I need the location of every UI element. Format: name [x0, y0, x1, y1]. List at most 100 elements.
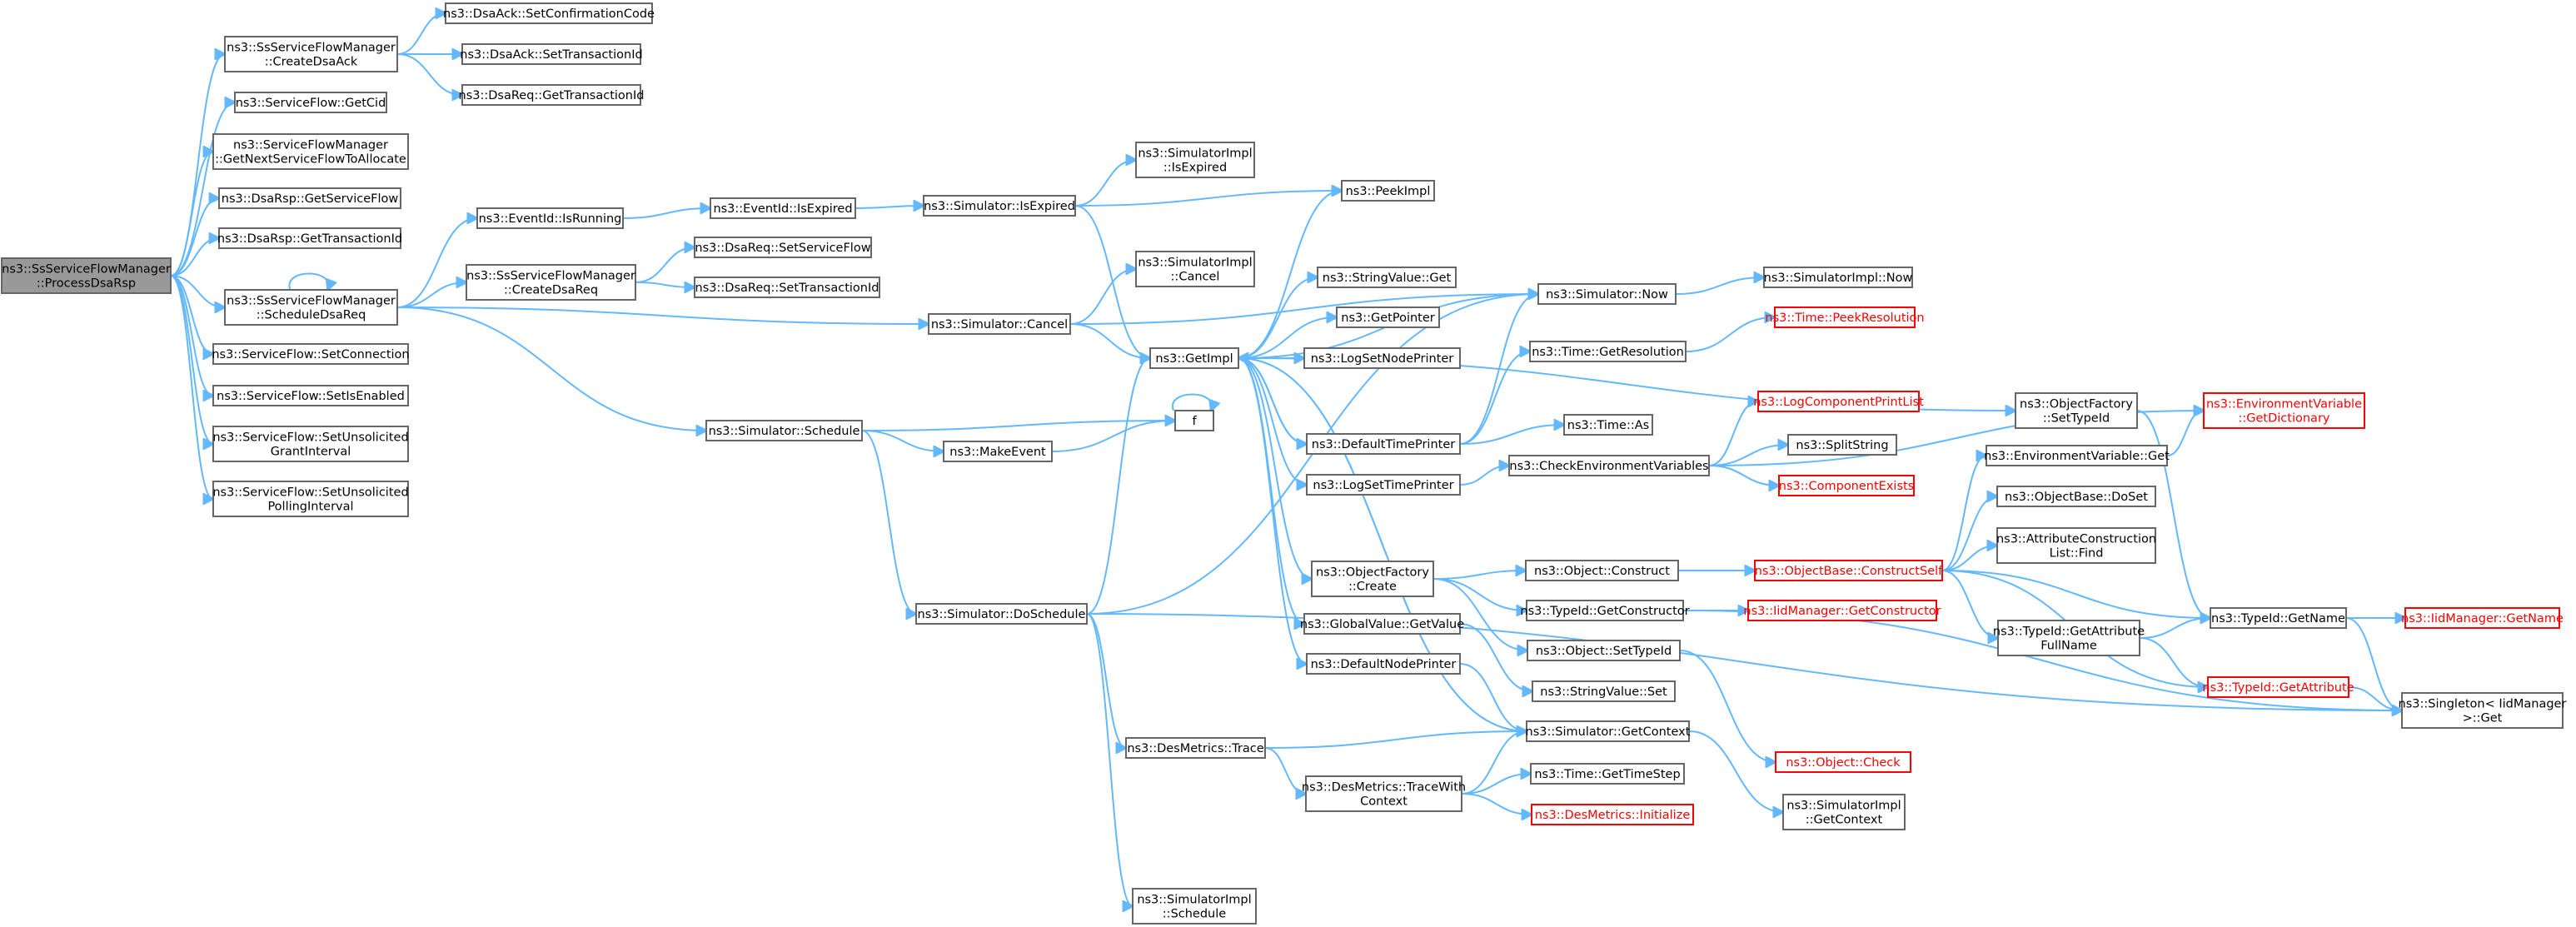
- node-sim-impl-now[interactable]: ns3::SimulatorImpl::Now: [1763, 267, 1913, 288]
- node-log-set-node-printer[interactable]: ns3::LogSetNodePrinter: [1303, 347, 1461, 369]
- node-obj-base-construct-self[interactable]: ns3::ObjectBase::ConstructSelf: [1754, 560, 1943, 581]
- node-peek-impl[interactable]: ns3::PeekImpl: [1341, 180, 1435, 202]
- node-label: ns3::Time::GetTimeStep: [1534, 768, 1680, 781]
- node-time-as[interactable]: ns3::Time::As: [1563, 414, 1653, 436]
- node-sim-impl-is-expired[interactable]: ns3::SimulatorImpl::IsExpired: [1135, 142, 1255, 178]
- edge-typeIdGetAttr-to-singletonGet: [2348, 686, 2402, 710]
- node-event-id-is-running[interactable]: ns3::EventId::IsRunning: [476, 207, 624, 229]
- node-label: ns3::Simulator::DoSchedule: [918, 608, 1086, 621]
- node-box: [218, 187, 401, 209]
- edge-createDsaAck-to-dsaAckSetConf: [396, 13, 446, 55]
- node-sim-do-schedule[interactable]: ns3::Simulator::DoSchedule: [915, 603, 1088, 625]
- node-sim-cancel[interactable]: ns3::Simulator::Cancel: [928, 313, 1071, 335]
- node-sim-impl-cancel[interactable]: ns3::SimulatorImpl::Cancel: [1135, 251, 1255, 287]
- node-type-id-get-constructor[interactable]: ns3::TypeId::GetConstructor: [1520, 600, 1690, 621]
- node-label: ns3::Simulator::GetContext: [1526, 725, 1691, 739]
- node-des-metrics-init[interactable]: ns3::DesMetrics::Initialize: [1531, 804, 1694, 825]
- node-sf-set-unsol-grant[interactable]: ns3::ServiceFlow::SetUnsolicitedGrantInt…: [212, 426, 409, 462]
- node-label: ::SetTypeId: [2043, 412, 2110, 426]
- edge-checkEnvVars-to-componentExists: [1708, 465, 1779, 486]
- node-schedule-dsa-req[interactable]: ns3::SsServiceFlowManager::ScheduleDsaRe…: [224, 289, 398, 326]
- node-type-id-get-name[interactable]: ns3::TypeId::GetName: [2210, 607, 2347, 629]
- node-iid-mgr-get-name[interactable]: ns3::IidManager::GetName: [2401, 607, 2564, 629]
- node-label: ::GetNextServiceFlowToAllocate: [215, 153, 406, 167]
- edge-simIsExpired-to-peekImpl: [1074, 191, 1342, 207]
- node-split-string[interactable]: ns3::SplitString: [1787, 434, 1897, 456]
- node-make-event[interactable]: ns3::MakeEvent: [943, 441, 1053, 462]
- node-get-pointer[interactable]: ns3::GetPointer: [1336, 307, 1440, 328]
- node-obj-factory-create[interactable]: ns3::ObjectFactory::Create: [1311, 561, 1434, 597]
- edge-makeEvent-to-f: [1051, 421, 1175, 452]
- node-box: [1306, 433, 1461, 455]
- node-label: ns3::EnvironmentVariable: [2206, 398, 2362, 411]
- node-default-time-printer[interactable]: ns3::DefaultTimePrinter: [1306, 433, 1461, 455]
- node-sim-impl-get-context[interactable]: ns3::SimulatorImpl::GetContext: [1782, 794, 1906, 830]
- node-des-metrics-trace[interactable]: ns3::DesMetrics::Trace: [1125, 737, 1266, 759]
- node-check-env-vars[interactable]: ns3::CheckEnvironmentVariables: [1508, 455, 1710, 476]
- node-dsa-req-set-s-f[interactable]: ns3::DsaReq::SetServiceFlow: [694, 237, 872, 258]
- edge-desMetricsTraceWithCtx-to-simGetContext: [1461, 731, 1527, 795]
- node-sf-set-unsol-poll[interactable]: ns3::ServiceFlow::SetUnsolicitedPollingI…: [212, 481, 409, 517]
- node-label: ns3::DsaAck::SetTransactionId: [460, 48, 642, 62]
- node-sf-get-cid[interactable]: ns3::ServiceFlow::GetCid: [234, 92, 387, 113]
- node-dsa-req-get-trans[interactable]: ns3::DsaReq::GetTransactionId: [459, 84, 645, 106]
- node-sim-get-context[interactable]: ns3::Simulator::GetContext: [1526, 720, 1691, 742]
- node-sim-schedule[interactable]: ns3::Simulator::Schedule: [705, 420, 863, 441]
- node-component-exists[interactable]: ns3::ComponentExists: [1778, 475, 1915, 496]
- node-sf-set-is-enabled[interactable]: ns3::ServiceFlow::SetIsEnabled: [212, 385, 409, 406]
- node-env-var-get-dict[interactable]: ns3::EnvironmentVariable::GetDictionary: [2203, 392, 2365, 429]
- node-obj-set-type-id[interactable]: ns3::Object::SetTypeId: [1527, 640, 1681, 661]
- node-obj-construct[interactable]: ns3::Object::Construct: [1525, 560, 1679, 581]
- node-log-comp-print-list[interactable]: ns3::LogComponentPrintList: [1753, 391, 1924, 412]
- node-global-value-get-value[interactable]: ns3::GlobalValue::GetValue: [1300, 613, 1464, 635]
- node-dsa-req-set-trans[interactable]: ns3::DsaReq::SetTransactionId: [694, 277, 880, 298]
- node-box: [943, 441, 1053, 462]
- node-string-value-get[interactable]: ns3::StringValue::Get: [1317, 267, 1457, 288]
- node-dsa-rsp-get-trans[interactable]: ns3::DsaRsp::GetTransactionId: [217, 227, 402, 249]
- node-sf-set-conn[interactable]: ns3::ServiceFlow::SetConnection: [212, 343, 410, 365]
- node-label: ns3::Object::Check: [1786, 756, 1901, 770]
- node-log-set-time-printer[interactable]: ns3::LogSetTimePrinter: [1306, 474, 1461, 496]
- node-singleton-get[interactable]: ns3::Singleton< IidManager>::Get: [2399, 692, 2567, 729]
- edge-checkEnvVars-to-logCompPrintList: [1708, 401, 1758, 466]
- node-root[interactable]: ns3::SsServiceFlowManager::ProcessDsaRsp: [1, 257, 172, 294]
- node-default-node-printer[interactable]: ns3::DefaultNodePrinter: [1306, 653, 1461, 675]
- node-box: [2401, 692, 2564, 729]
- node-dsa-rsp-get-s-f[interactable]: ns3::DsaRsp::GetServiceFlow: [218, 187, 401, 209]
- node-string-value-set[interactable]: ns3::StringValue::Set: [1532, 680, 1676, 702]
- node-sim-impl-schedule[interactable]: ns3::SimulatorImpl::Schedule: [1132, 888, 1257, 925]
- node-obj-check[interactable]: ns3::Object::Check: [1775, 751, 1911, 773]
- node-box: [1757, 391, 1920, 412]
- node-iid-mgr-get-constructor[interactable]: ns3::IidManager::GetConstructor: [1743, 600, 1941, 621]
- node-obj-base-do-set[interactable]: ns3::ObjectBase::DoSet: [1996, 486, 2156, 507]
- node-type-id-get-attr[interactable]: ns3::TypeId::GetAttribute: [2202, 676, 2354, 698]
- node-event-id-is-expired[interactable]: ns3::EventId::IsExpired: [710, 197, 856, 219]
- node-get-impl[interactable]: ns3::GetImpl: [1149, 347, 1239, 369]
- node-create-dsa-ack[interactable]: ns3::SsServiceFlowManager::CreateDsaAck: [224, 36, 398, 72]
- node-box: [1526, 720, 1690, 742]
- node-dsa-ack-set-trans[interactable]: ns3::DsaAck::SetTransactionId: [460, 43, 643, 65]
- node-sim-is-expired[interactable]: ns3::Simulator::IsExpired: [923, 195, 1076, 217]
- node-obj-factory-set-type-id[interactable]: ns3::ObjectFactory::SetTypeId: [2015, 392, 2138, 429]
- node-time-get-res[interactable]: ns3::Time::GetResolution: [1529, 341, 1687, 362]
- edge-root-to-sfSetIsEnabled: [170, 275, 213, 396]
- node-sim-now[interactable]: ns3::Simulator::Now: [1537, 283, 1677, 305]
- node-time-peek-res[interactable]: ns3::Time::PeekResolution: [1765, 307, 1925, 328]
- node-label: ns3::Simulator::Cancel: [931, 318, 1068, 331]
- node-label: ::CreateDsaReq: [504, 284, 598, 297]
- node-label: ns3::ServiceFlow::SetUnsolicited: [212, 486, 408, 500]
- node-create-dsa-req[interactable]: ns3::SsServiceFlowManager::CreateDsaReq: [466, 264, 636, 301]
- node-time-get-time-step[interactable]: ns3::Time::GetTimeStep: [1530, 763, 1685, 785]
- node-label: ns3::ServiceFlow::SetConnection: [212, 348, 409, 361]
- node-label: ns3::GetImpl: [1155, 352, 1233, 366]
- node-dsa-ack-set-conf[interactable]: ns3::DsaAck::SetConfirmationCode: [443, 2, 655, 24]
- node-env-var-get[interactable]: ns3::EnvironmentVariable::Get: [1984, 445, 2170, 466]
- node-f[interactable]: f: [1174, 410, 1214, 431]
- node-label: ns3::MakeEvent: [949, 446, 1046, 459]
- node-label: ns3::ObjectFactory: [1316, 566, 1429, 580]
- node-sfm-get-next[interactable]: ns3::ServiceFlowManager::GetNextServiceF…: [212, 133, 409, 170]
